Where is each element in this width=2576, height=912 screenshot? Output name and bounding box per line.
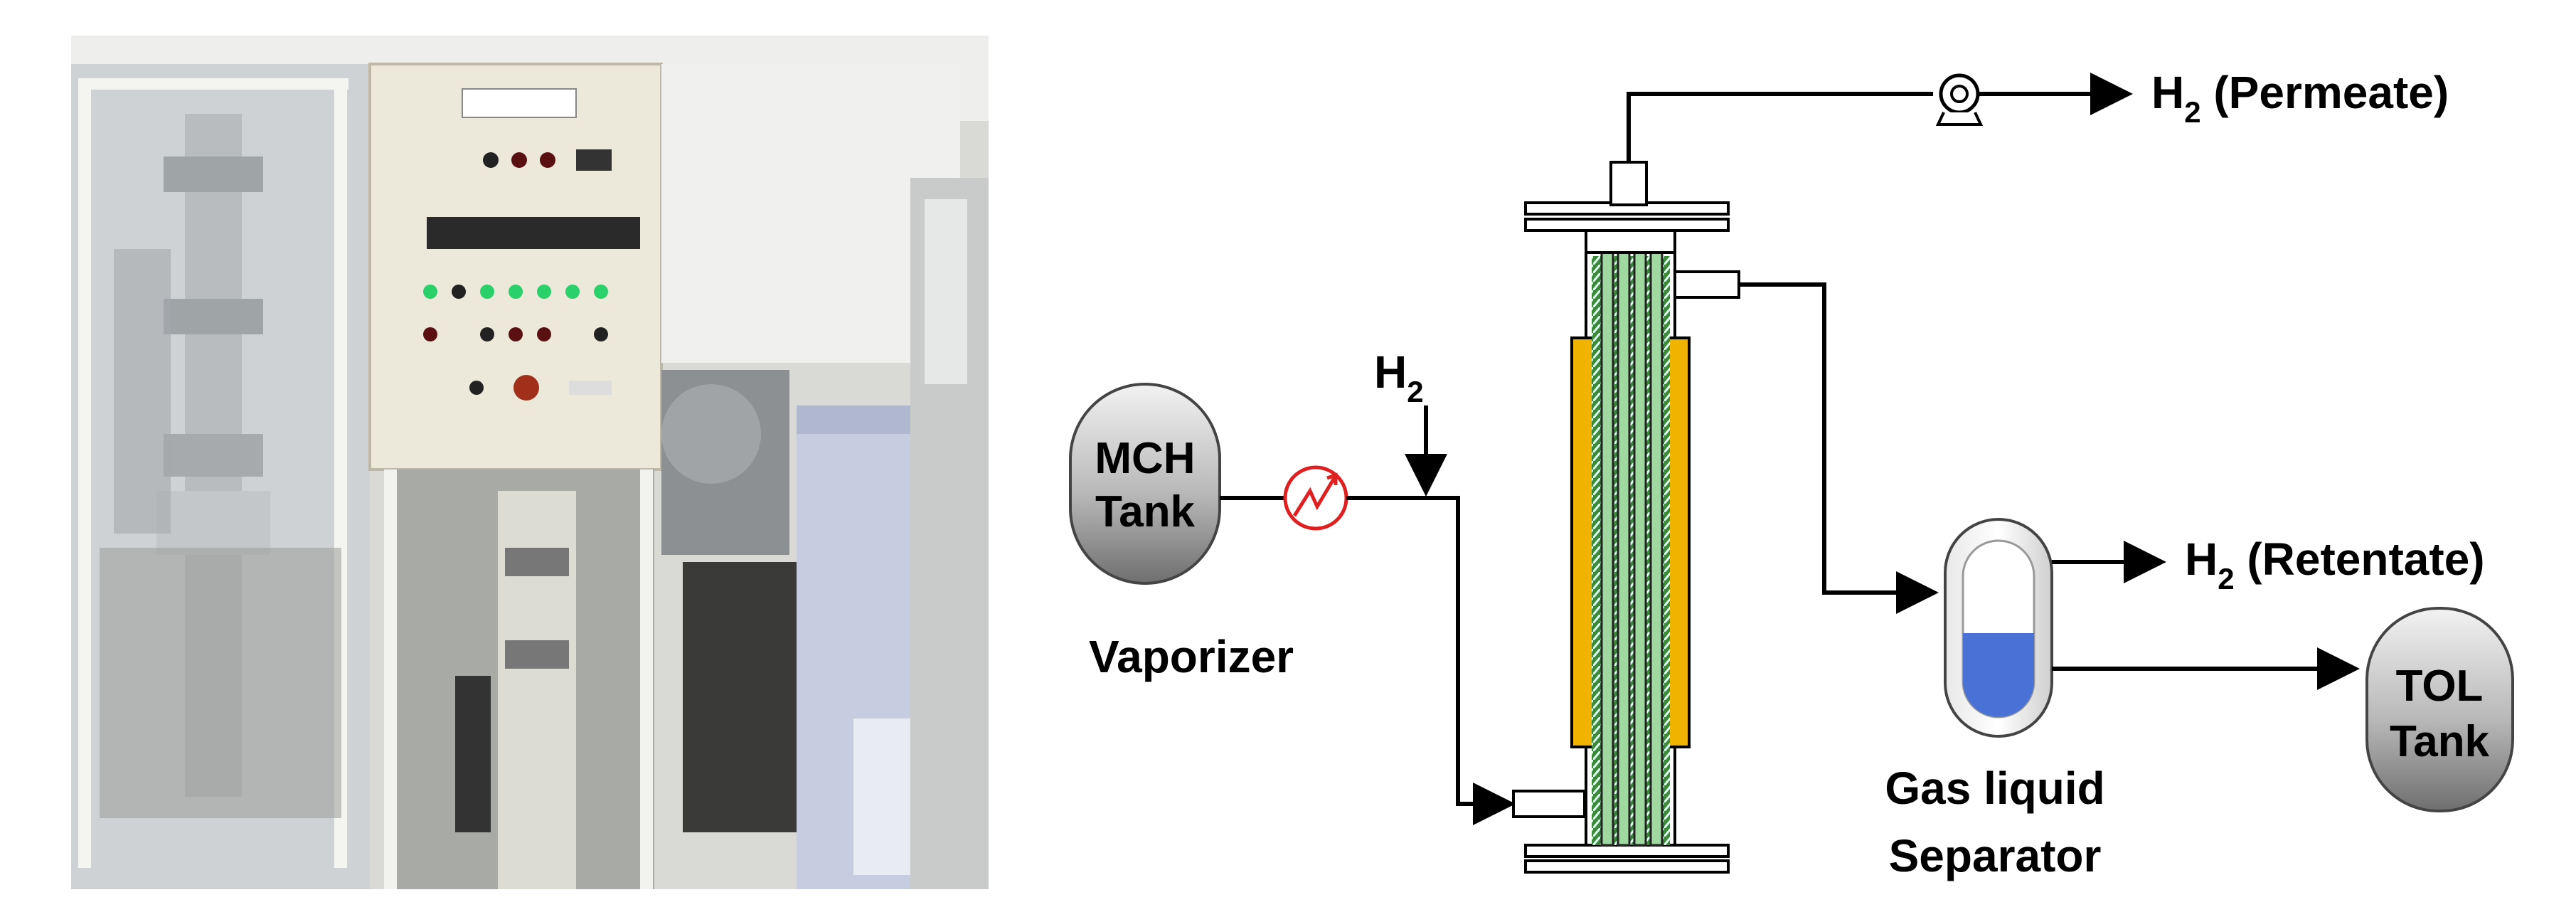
separator-label-1: Gas liquid <box>1885 763 2104 814</box>
mch-tank: MCH Tank <box>1069 383 1221 585</box>
tol-tank-label-1: TOL <box>2396 662 2484 711</box>
separator-label-2: Separator <box>1889 830 2102 881</box>
vaporizer-label: Vaporizer <box>1089 631 1294 682</box>
vaporizer-icon <box>1283 465 1348 531</box>
pump-icon <box>1935 73 1984 126</box>
retentate-label: H2 (Retentate) <box>2185 534 2485 595</box>
membrane-reactor <box>1512 161 1740 874</box>
apparatus-photo <box>71 36 989 889</box>
mch-tank-label-1: MCH <box>1095 434 1195 483</box>
gas-liquid-separator <box>1944 518 2053 738</box>
reactor-feed-line <box>1346 496 1516 825</box>
separator-liquid <box>1963 633 2034 717</box>
tol-tank: TOL Tank <box>2365 607 2514 812</box>
h2-feed-label: H2 <box>1374 346 1424 408</box>
tol-tank-label-2: Tank <box>2390 717 2490 766</box>
mch-tank-label-2: Tank <box>1095 487 1196 536</box>
retentate-line <box>1739 282 1939 614</box>
permeate-label: H2 (Permeate) <box>2151 67 2449 129</box>
permeate-line <box>1627 92 1933 162</box>
